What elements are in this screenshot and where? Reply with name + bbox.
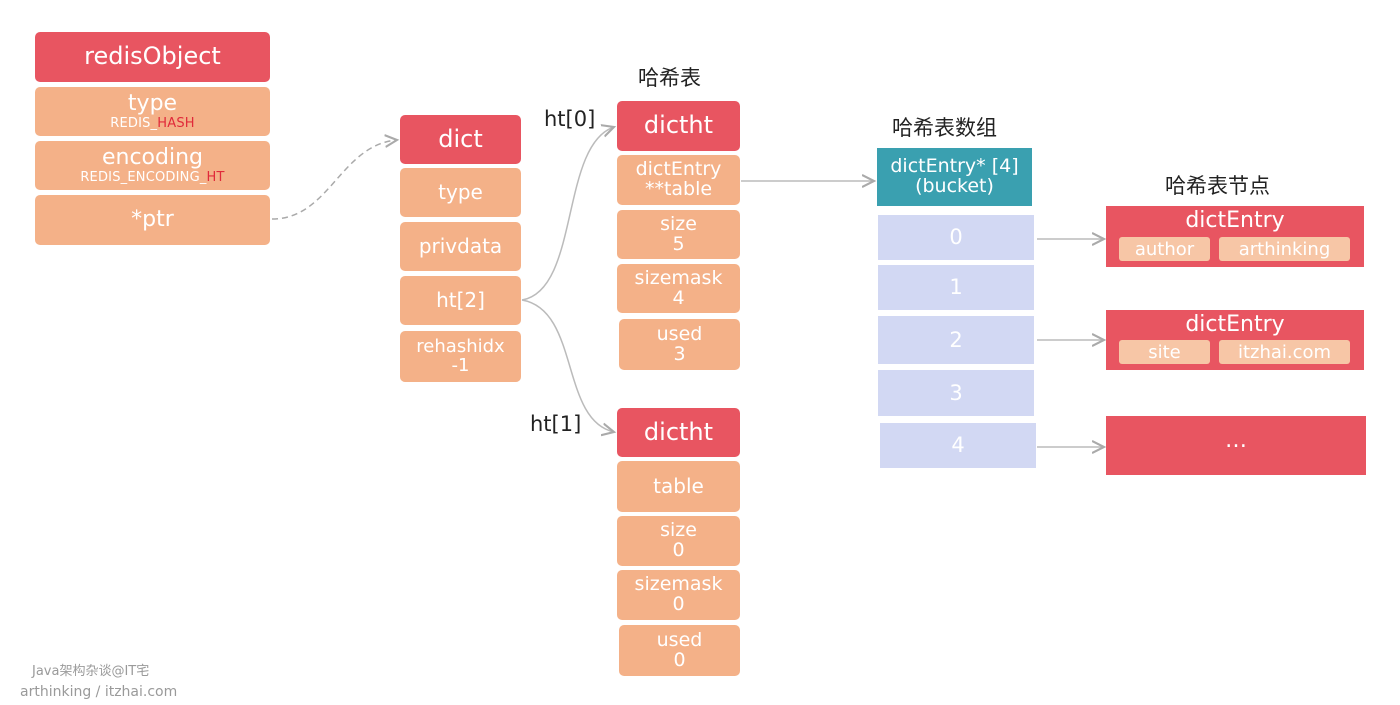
hash-table-heading: 哈希表 [638, 66, 701, 90]
bucket-slot-3: 3 [878, 370, 1034, 416]
bucket-head-line2: (bucket) [915, 175, 994, 197]
ht0-size-value: 5 [672, 232, 685, 255]
encoding-value-prefix: REDIS_ENCODING_ [80, 170, 207, 186]
bucket-head-line1: dictEntry* [4] [890, 155, 1019, 178]
ht0-sizemask-field: sizemask 4 [617, 264, 740, 313]
rehashidx-label: rehashidx [416, 335, 505, 357]
ht1-used-value: 0 [673, 648, 686, 671]
ht1-sizemask-value: 0 [672, 593, 685, 615]
ht0-table-line2: **table [644, 178, 713, 200]
entry-key: author [1119, 237, 1210, 261]
dict-field-rehashidx: rehashidx -1 [400, 331, 521, 382]
footer-line1: Java架构杂谈@IT宅 [32, 664, 150, 679]
redisobject-ptr-field: *ptr [35, 195, 270, 245]
bucket-index: 0 [949, 225, 963, 250]
dict-field-type: type [400, 168, 521, 217]
encoding-value-highlight: HT [206, 170, 225, 186]
ht0-used-value: 3 [673, 342, 686, 365]
dict-entry-2: dictEntry site itzhai.com [1106, 310, 1364, 370]
ht1-size-value: 0 [672, 539, 685, 561]
dict-field-privdata: privdata [400, 222, 521, 271]
type-label: type [127, 91, 178, 117]
bucket-slot-2: 2 [878, 316, 1034, 364]
dict-entry-1: dictEntry author arthinking [1106, 206, 1364, 267]
ht1-table-field: table [617, 461, 740, 512]
ptr-to-dict-arrow [271, 140, 397, 220]
ht0-header: dictht [617, 101, 740, 151]
entry-value: itzhai.com [1219, 340, 1350, 364]
ht1-sizemask-label: sizemask [634, 573, 723, 596]
dict-entry-title: dictEntry [1185, 312, 1285, 337]
ht0-size-label: size [660, 212, 697, 235]
ht1-header: dictht [617, 408, 740, 457]
ht0-used-field: used 3 [619, 319, 740, 370]
type-value-prefix: REDIS_ [110, 116, 158, 132]
type-value: REDIS_HASH [110, 117, 195, 131]
ht1-label: ht[1] [530, 412, 582, 436]
ht2-to-ht1-arrow [521, 299, 614, 432]
entry-key: site [1119, 340, 1210, 364]
nodes-heading: 哈希表节点 [1165, 174, 1270, 198]
ht1-table-label: table [653, 474, 704, 498]
dict-entry-title: dictEntry [1185, 208, 1285, 233]
ht0-table-line1: dictEntry [635, 158, 722, 181]
ht1-size-field: size 0 [617, 516, 740, 566]
ht0-used-label: used [656, 322, 703, 345]
bucket-index: 1 [949, 275, 963, 300]
rehashidx-value: -1 [451, 354, 470, 376]
ht0-sizemask-value: 4 [672, 286, 685, 309]
ht1-title: dictht [643, 417, 714, 446]
dict-title: dict [438, 124, 483, 153]
ht1-size-label: size [660, 519, 697, 542]
redisobject-title: redisObject [84, 42, 221, 71]
ht0-size-field: size 5 [617, 210, 740, 259]
dict-field-label: ht[2] [436, 288, 485, 312]
bucket-index: 3 [949, 380, 963, 405]
dict-field-label: privdata [418, 234, 503, 258]
ht2-to-ht0-arrow [521, 127, 614, 301]
type-value-highlight: HASH [157, 116, 195, 132]
bucket-slot-0: 0 [878, 215, 1034, 260]
encoding-value: REDIS_ENCODING_HT [80, 171, 224, 185]
bucket-array-heading: 哈希表数组 [892, 116, 997, 140]
ht1-used-field: used 0 [619, 625, 740, 676]
more-ellipsis: … [1225, 428, 1247, 453]
bucket-slot-1: 1 [878, 265, 1034, 310]
redisobject-header: redisObject [35, 32, 270, 82]
dict-field-ht: ht[2] [400, 276, 521, 325]
redisobject-type-field: type REDIS_HASH [35, 87, 270, 136]
dict-entry-more: … [1106, 416, 1366, 475]
dict-header: dict [400, 115, 521, 164]
redisobject-encoding-field: encoding REDIS_ENCODING_HT [35, 141, 270, 190]
footer-line2: arthinking / itzhai.com [20, 684, 178, 700]
ht0-table-field: dictEntry **table [617, 155, 740, 205]
ht0-title: dictht [643, 111, 714, 140]
ht1-used-label: used [656, 628, 703, 651]
dict-field-label: type [438, 180, 483, 204]
bucket-index: 2 [949, 327, 963, 352]
entry-value: arthinking [1219, 237, 1350, 261]
bucket-index: 4 [951, 433, 965, 458]
bucket-array-header: dictEntry* [4] (bucket) [877, 148, 1032, 206]
ht1-sizemask-field: sizemask 0 [617, 570, 740, 620]
ht0-sizemask-label: sizemask [634, 266, 723, 289]
ptr-label: *ptr [131, 207, 174, 233]
bucket-slot-4: 4 [880, 423, 1036, 468]
ht0-label: ht[0] [544, 107, 596, 131]
encoding-label: encoding [101, 145, 204, 171]
